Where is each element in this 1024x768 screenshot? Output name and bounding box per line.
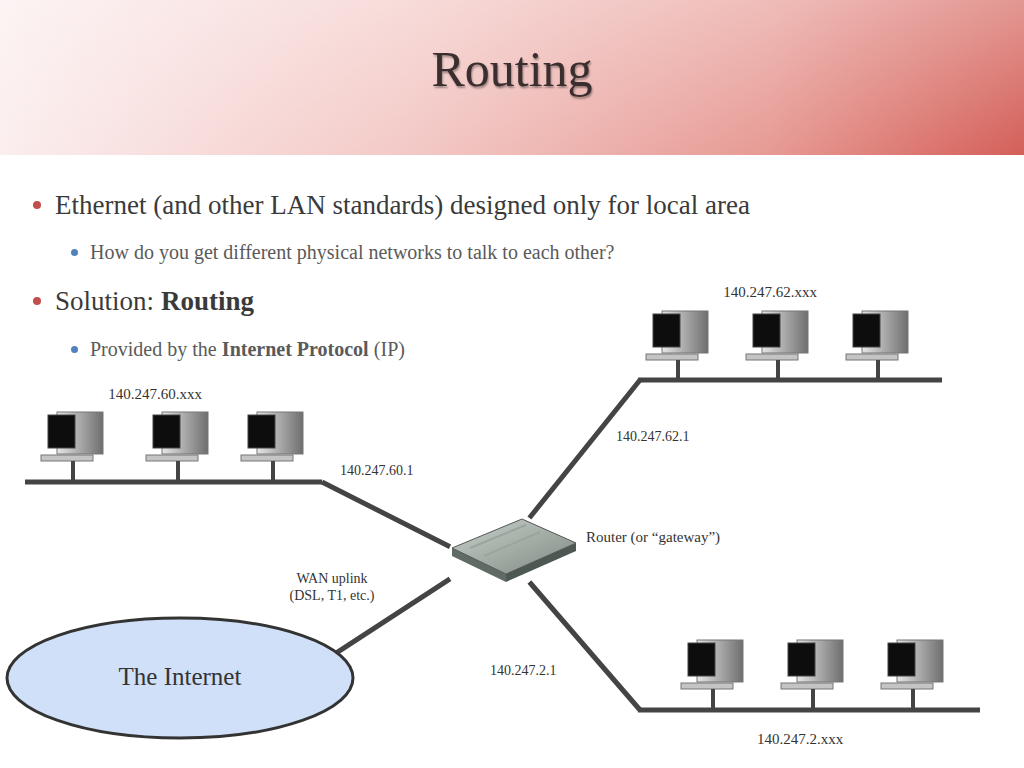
network-link: [529, 582, 640, 710]
interface-address: 140.247.60.1: [338, 462, 416, 479]
bullet-dot: [33, 201, 41, 209]
lan-segment: 140.247.2.xxx: [640, 630, 985, 755]
bullet-dot: [33, 297, 41, 305]
bold-term: Routing: [161, 286, 254, 316]
router-label: Router (or “gateway”): [586, 528, 720, 546]
subnet-label: 140.247.60.xxx: [70, 385, 240, 403]
interface-address: 140.247.62.1: [614, 428, 692, 445]
lan-segment: 140.247.62.xxx: [640, 283, 945, 382]
computer-icon: [146, 412, 208, 482]
computer-icon: [241, 412, 303, 482]
computer-icon: [646, 311, 708, 381]
computer-icon: [881, 640, 943, 710]
subnet-label: 140.247.2.xxx: [700, 730, 900, 748]
bullet-dot: [71, 346, 78, 353]
bullet-text: (IP): [374, 338, 405, 360]
computer-icon: [746, 311, 808, 381]
lan-segment: 140.247.60.xxx: [20, 383, 322, 484]
bullet-line: Ethernet (and other LAN standards) desig…: [55, 188, 750, 222]
computer-icon: [781, 640, 843, 710]
bullet-line: Provided by theInternet Protocol(IP): [90, 337, 405, 362]
bullet-text: Ethernet (and other LAN standards) desig…: [55, 190, 750, 220]
lan-bus: [638, 708, 980, 713]
bullet-text: Provided by the: [90, 338, 217, 360]
computer-icon: [41, 412, 103, 482]
bullet-dot: [71, 249, 78, 256]
cloud-label: The Internet: [5, 662, 355, 692]
lan-bus: [25, 480, 322, 485]
bullet-line: Solution:Routing: [55, 284, 254, 318]
slide-title: Routing: [0, 40, 1024, 98]
network-link: [529, 380, 640, 518]
bullet-text: Solution:: [55, 286, 154, 316]
internet-cloud: The Internet: [5, 616, 355, 740]
network-link: [322, 482, 450, 547]
bold-term: Internet Protocol: [222, 338, 369, 360]
subnet-label: 140.247.62.xxx: [640, 283, 900, 301]
interface-address: WAN uplink (DSL, T1, etc.): [280, 570, 384, 604]
router-top: [452, 519, 576, 574]
router-detail: [470, 525, 526, 548]
router: Router (or “gateway”): [450, 518, 578, 582]
computer-icon: [681, 640, 743, 710]
router-detail: [484, 532, 540, 556]
bullet-text: How do you get different physical networ…: [90, 241, 614, 263]
lan-bus: [638, 378, 942, 383]
computer-icon: [846, 311, 908, 381]
bullet-line: How do you get different physical networ…: [90, 240, 614, 265]
interface-address: 140.247.2.1: [488, 662, 559, 679]
